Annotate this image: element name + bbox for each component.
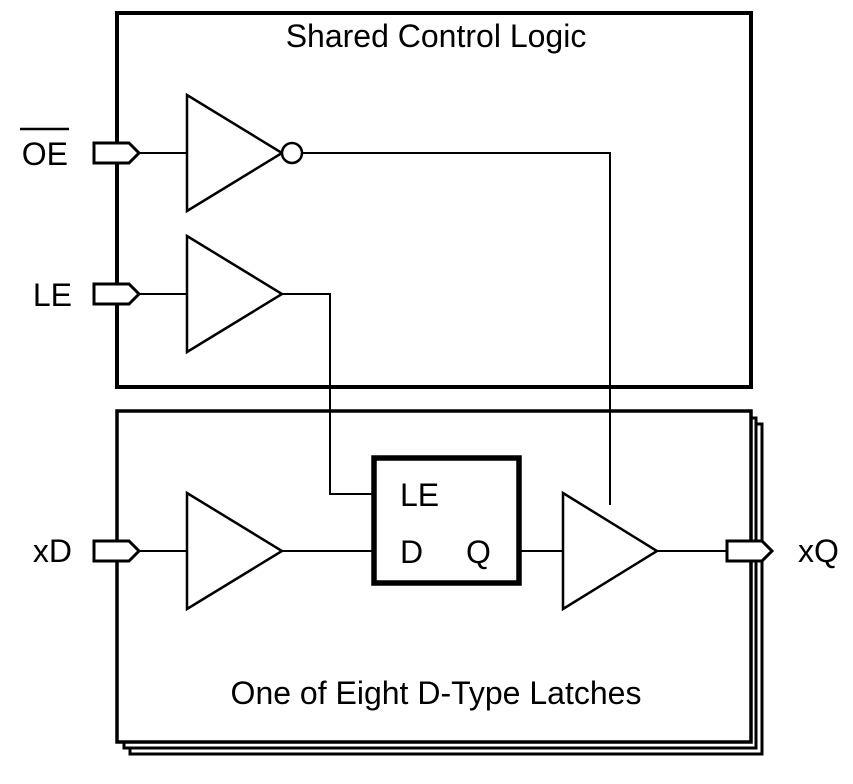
latch-q-label: Q	[466, 534, 491, 570]
latch-block-title: One of Eight D-Type Latches	[231, 675, 642, 711]
shared-control-logic-title: Shared Control Logic	[286, 18, 587, 54]
xq-pin-label: xQ	[798, 533, 839, 569]
xq-pin-connector	[725, 539, 775, 563]
xd-buffer-triangle	[185, 490, 285, 612]
latch-le-label: LE	[400, 477, 439, 513]
xd-pin-label: xD	[33, 533, 72, 569]
le-latch-enable-wire	[282, 293, 374, 495]
le-buffer-triangle	[185, 233, 285, 355]
oe-pin-label: OE	[22, 136, 68, 172]
latch-d-label: D	[400, 534, 423, 570]
le-pin-label: LE	[33, 277, 72, 313]
oe-inversion-bubble	[280, 141, 304, 165]
shared-control-logic-box	[115, 11, 753, 389]
d-latch: LE D Q	[371, 455, 522, 586]
le-pin-connector	[92, 282, 142, 306]
oe-enable-wire	[303, 152, 611, 505]
oe-buffer-triangle	[185, 92, 285, 214]
oe-pin-label-group: OE	[20, 127, 69, 172]
oe-pin-connector	[92, 141, 142, 165]
output-tristate-buffer-triangle	[561, 490, 660, 612]
oe-inverting-buffer	[185, 92, 304, 214]
xd-pin-connector	[92, 539, 142, 563]
d-latch-box	[371, 455, 522, 586]
wires	[139, 152, 727, 552]
